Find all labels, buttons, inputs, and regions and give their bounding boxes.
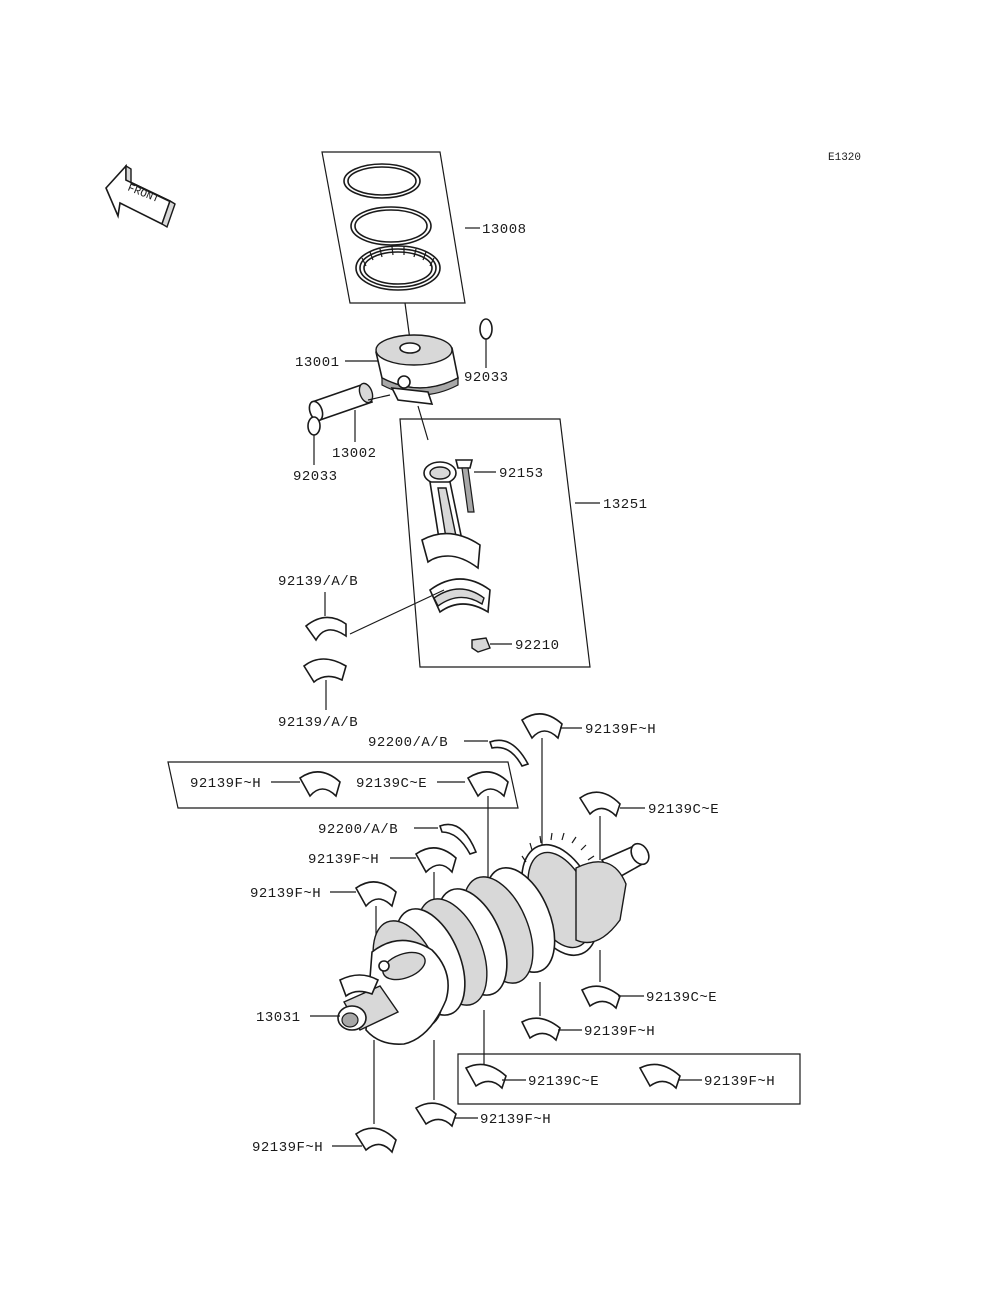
thrust-washer-upper bbox=[488, 739, 530, 767]
rod-bearing-lower bbox=[302, 658, 347, 684]
con-rod-cap bbox=[429, 578, 491, 614]
snap-ring-left bbox=[307, 416, 321, 436]
label-92139fh-box-lower: 92139F~H bbox=[704, 1074, 775, 1090]
label-13002: 13002 bbox=[332, 446, 377, 462]
bearing-box-upper bbox=[167, 761, 519, 809]
con-rod-assy-box bbox=[399, 418, 591, 668]
box-lower-right-bearing bbox=[638, 1063, 681, 1090]
oil-ring bbox=[355, 245, 441, 291]
main-bearing-bottom-left bbox=[354, 1127, 397, 1154]
label-92033-left: 92033 bbox=[293, 469, 338, 485]
snap-ring-right bbox=[479, 318, 493, 340]
main-bearing-left-upper bbox=[354, 881, 397, 908]
main-bearing-right-lower bbox=[580, 985, 621, 1010]
label-13251: 13251 bbox=[603, 497, 648, 513]
label-92139fh-box: 92139F~H bbox=[190, 776, 261, 792]
main-bearing-top-right bbox=[520, 713, 563, 740]
label-92139ce-right-lower: 92139C~E bbox=[646, 990, 717, 1006]
main-bearing-right-upper bbox=[578, 791, 621, 818]
label-13001: 13001 bbox=[295, 355, 340, 371]
piston-pin bbox=[308, 382, 374, 422]
label-92139ce-box-lower: 92139C~E bbox=[528, 1074, 599, 1090]
piston bbox=[375, 302, 459, 405]
label-92139fh-mid-upper: 92139F~H bbox=[308, 852, 379, 868]
main-bearing-mid-lower bbox=[520, 1017, 561, 1042]
piston-ring-second bbox=[350, 206, 432, 246]
box-bearing-left bbox=[298, 771, 341, 798]
label-92139fh-bottom-left: 92139F~H bbox=[252, 1140, 323, 1156]
label-92153: 92153 bbox=[499, 466, 544, 482]
main-bearing-lower-center bbox=[414, 1102, 457, 1128]
bearing-box-lower bbox=[457, 1053, 801, 1105]
piston-ring-top bbox=[343, 163, 421, 199]
con-rod-nut bbox=[471, 637, 491, 653]
label-92033-right: 92033 bbox=[464, 370, 509, 386]
label-13031: 13031 bbox=[256, 1010, 301, 1026]
label-92139fh-mid-lower: 92139F~H bbox=[584, 1024, 655, 1040]
box-bearing-right bbox=[466, 771, 509, 798]
label-92139ce-box: 92139C~E bbox=[356, 776, 427, 792]
rod-bearing-upper bbox=[304, 616, 347, 642]
label-92139ce-right-upper: 92139C~E bbox=[648, 802, 719, 818]
label-92139fh-top-right: 92139F~H bbox=[585, 722, 656, 738]
box-lower-left-bearing bbox=[464, 1063, 507, 1090]
con-rod-bolt bbox=[454, 459, 475, 513]
label-13008: 13008 bbox=[482, 222, 527, 238]
label-92200-upper: 92200/A/B bbox=[368, 735, 448, 751]
front-arrow-icon: FRONT bbox=[105, 163, 176, 229]
connecting-rod bbox=[421, 461, 481, 570]
label-92210: 92210 bbox=[515, 638, 560, 654]
label-92139-ab-upper: 92139/A/B bbox=[278, 574, 358, 590]
label-92139fh-lower-center: 92139F~H bbox=[480, 1112, 551, 1128]
label-92139fh-left-upper: 92139F~H bbox=[250, 886, 321, 902]
crankshaft bbox=[337, 832, 650, 1046]
label-92139-ab-lower: 92139/A/B bbox=[278, 715, 358, 731]
label-92200-lower: 92200/A/B bbox=[318, 822, 398, 838]
main-bearing-mid-upper bbox=[414, 847, 457, 874]
diagram-code: E1320 bbox=[828, 152, 861, 164]
piston-ring-box bbox=[321, 151, 466, 304]
thrust-washer-lower bbox=[438, 823, 478, 855]
